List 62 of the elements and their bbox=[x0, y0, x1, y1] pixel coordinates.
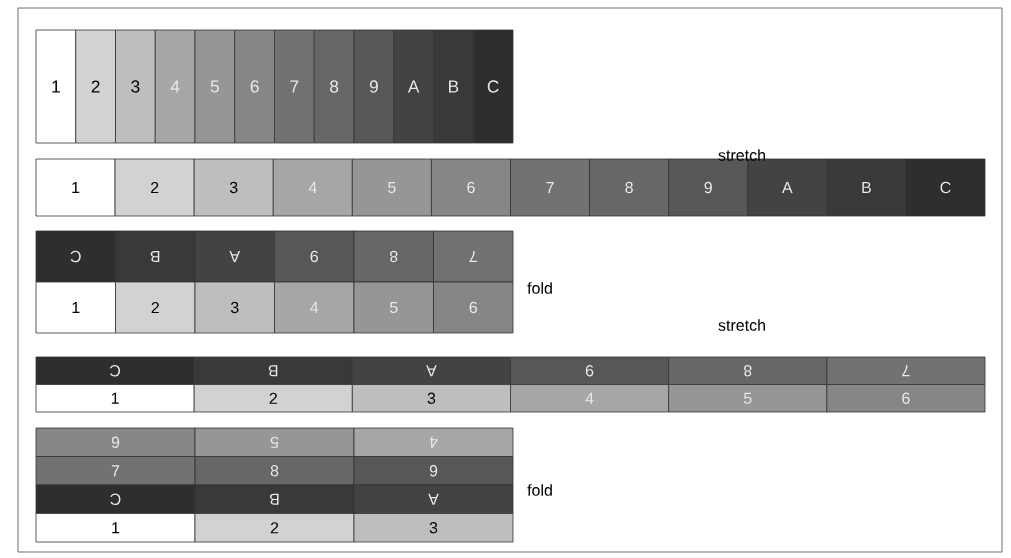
strip-cell: 3 bbox=[115, 29, 156, 144]
strip-cell: 8 bbox=[194, 456, 355, 486]
strip-cell: 3 bbox=[353, 513, 514, 543]
strip-cell: 1 bbox=[35, 513, 196, 543]
strip-cell: 3 bbox=[351, 384, 511, 413]
strip-cell: 7 bbox=[510, 158, 590, 217]
strip-cell: 2 bbox=[193, 384, 353, 413]
strip-cell: 5 bbox=[668, 384, 828, 413]
strip-cell: 9 bbox=[353, 456, 514, 486]
strip-cell: 7 bbox=[274, 29, 315, 144]
strip-cell: 8 bbox=[668, 356, 828, 385]
strip-cell: 2 bbox=[75, 29, 116, 144]
strip-cell: 3 bbox=[194, 281, 275, 334]
strip-cell: B bbox=[193, 356, 353, 385]
strip-cell: 9 bbox=[510, 356, 670, 385]
strip-cell: 6 bbox=[431, 158, 511, 217]
strip-cell: B bbox=[194, 484, 355, 514]
strip-cell: C bbox=[35, 356, 195, 385]
strip-cell: 8 bbox=[353, 230, 434, 283]
strip-cell: 6 bbox=[433, 281, 514, 334]
strip-cell: 2 bbox=[115, 281, 196, 334]
step-label: fold bbox=[527, 484, 552, 496]
strip-cell: B bbox=[826, 158, 907, 217]
strip-cell: 4 bbox=[274, 281, 355, 334]
strip-cell: A bbox=[194, 230, 275, 283]
strip-cell: C bbox=[35, 484, 196, 514]
strip-cell: A bbox=[393, 29, 434, 144]
strip-cell: 1 bbox=[35, 384, 195, 413]
strip-cell: C bbox=[905, 158, 986, 217]
strip-cell: 9 bbox=[353, 29, 395, 144]
strip-cell: 5 bbox=[194, 427, 355, 457]
strip-cell: 5 bbox=[351, 158, 432, 217]
strip-cell: B bbox=[433, 29, 474, 144]
step-label: stretch bbox=[718, 149, 765, 161]
strip-cell: 4 bbox=[353, 427, 514, 457]
strip-cell: 6 bbox=[234, 29, 275, 144]
strip-cell: 1 bbox=[35, 29, 77, 144]
strip-cell: 4 bbox=[154, 29, 196, 144]
strip-cell: 6 bbox=[35, 427, 196, 457]
strip-cell: A bbox=[351, 356, 511, 385]
step-label: stretch bbox=[718, 319, 765, 331]
strip-cell: 5 bbox=[353, 281, 434, 334]
strip-cell: 9 bbox=[274, 230, 355, 283]
strip-cell: 8 bbox=[313, 29, 355, 144]
strip-cell: 8 bbox=[589, 158, 670, 217]
strip-cell: 5 bbox=[194, 29, 236, 144]
strip-cell: A bbox=[353, 484, 514, 514]
strip-cell: 1 bbox=[35, 281, 116, 334]
strip-cell: 2 bbox=[114, 158, 195, 217]
strip-cell: 1 bbox=[35, 158, 116, 217]
strip-cell: 6 bbox=[826, 384, 986, 413]
strip-cell: 7 bbox=[826, 356, 986, 385]
strip-cell: C bbox=[35, 230, 116, 283]
strip-cell: 7 bbox=[35, 456, 196, 486]
step-label: fold bbox=[527, 282, 552, 294]
strip-cell: C bbox=[472, 29, 514, 144]
strip-cell: 3 bbox=[193, 158, 274, 217]
strip-cell: 2 bbox=[194, 513, 355, 543]
strip-cell: B bbox=[115, 230, 196, 283]
strip-cell: 4 bbox=[272, 158, 353, 217]
strip-cell: 4 bbox=[510, 384, 670, 413]
strip-cell: 7 bbox=[433, 230, 514, 283]
